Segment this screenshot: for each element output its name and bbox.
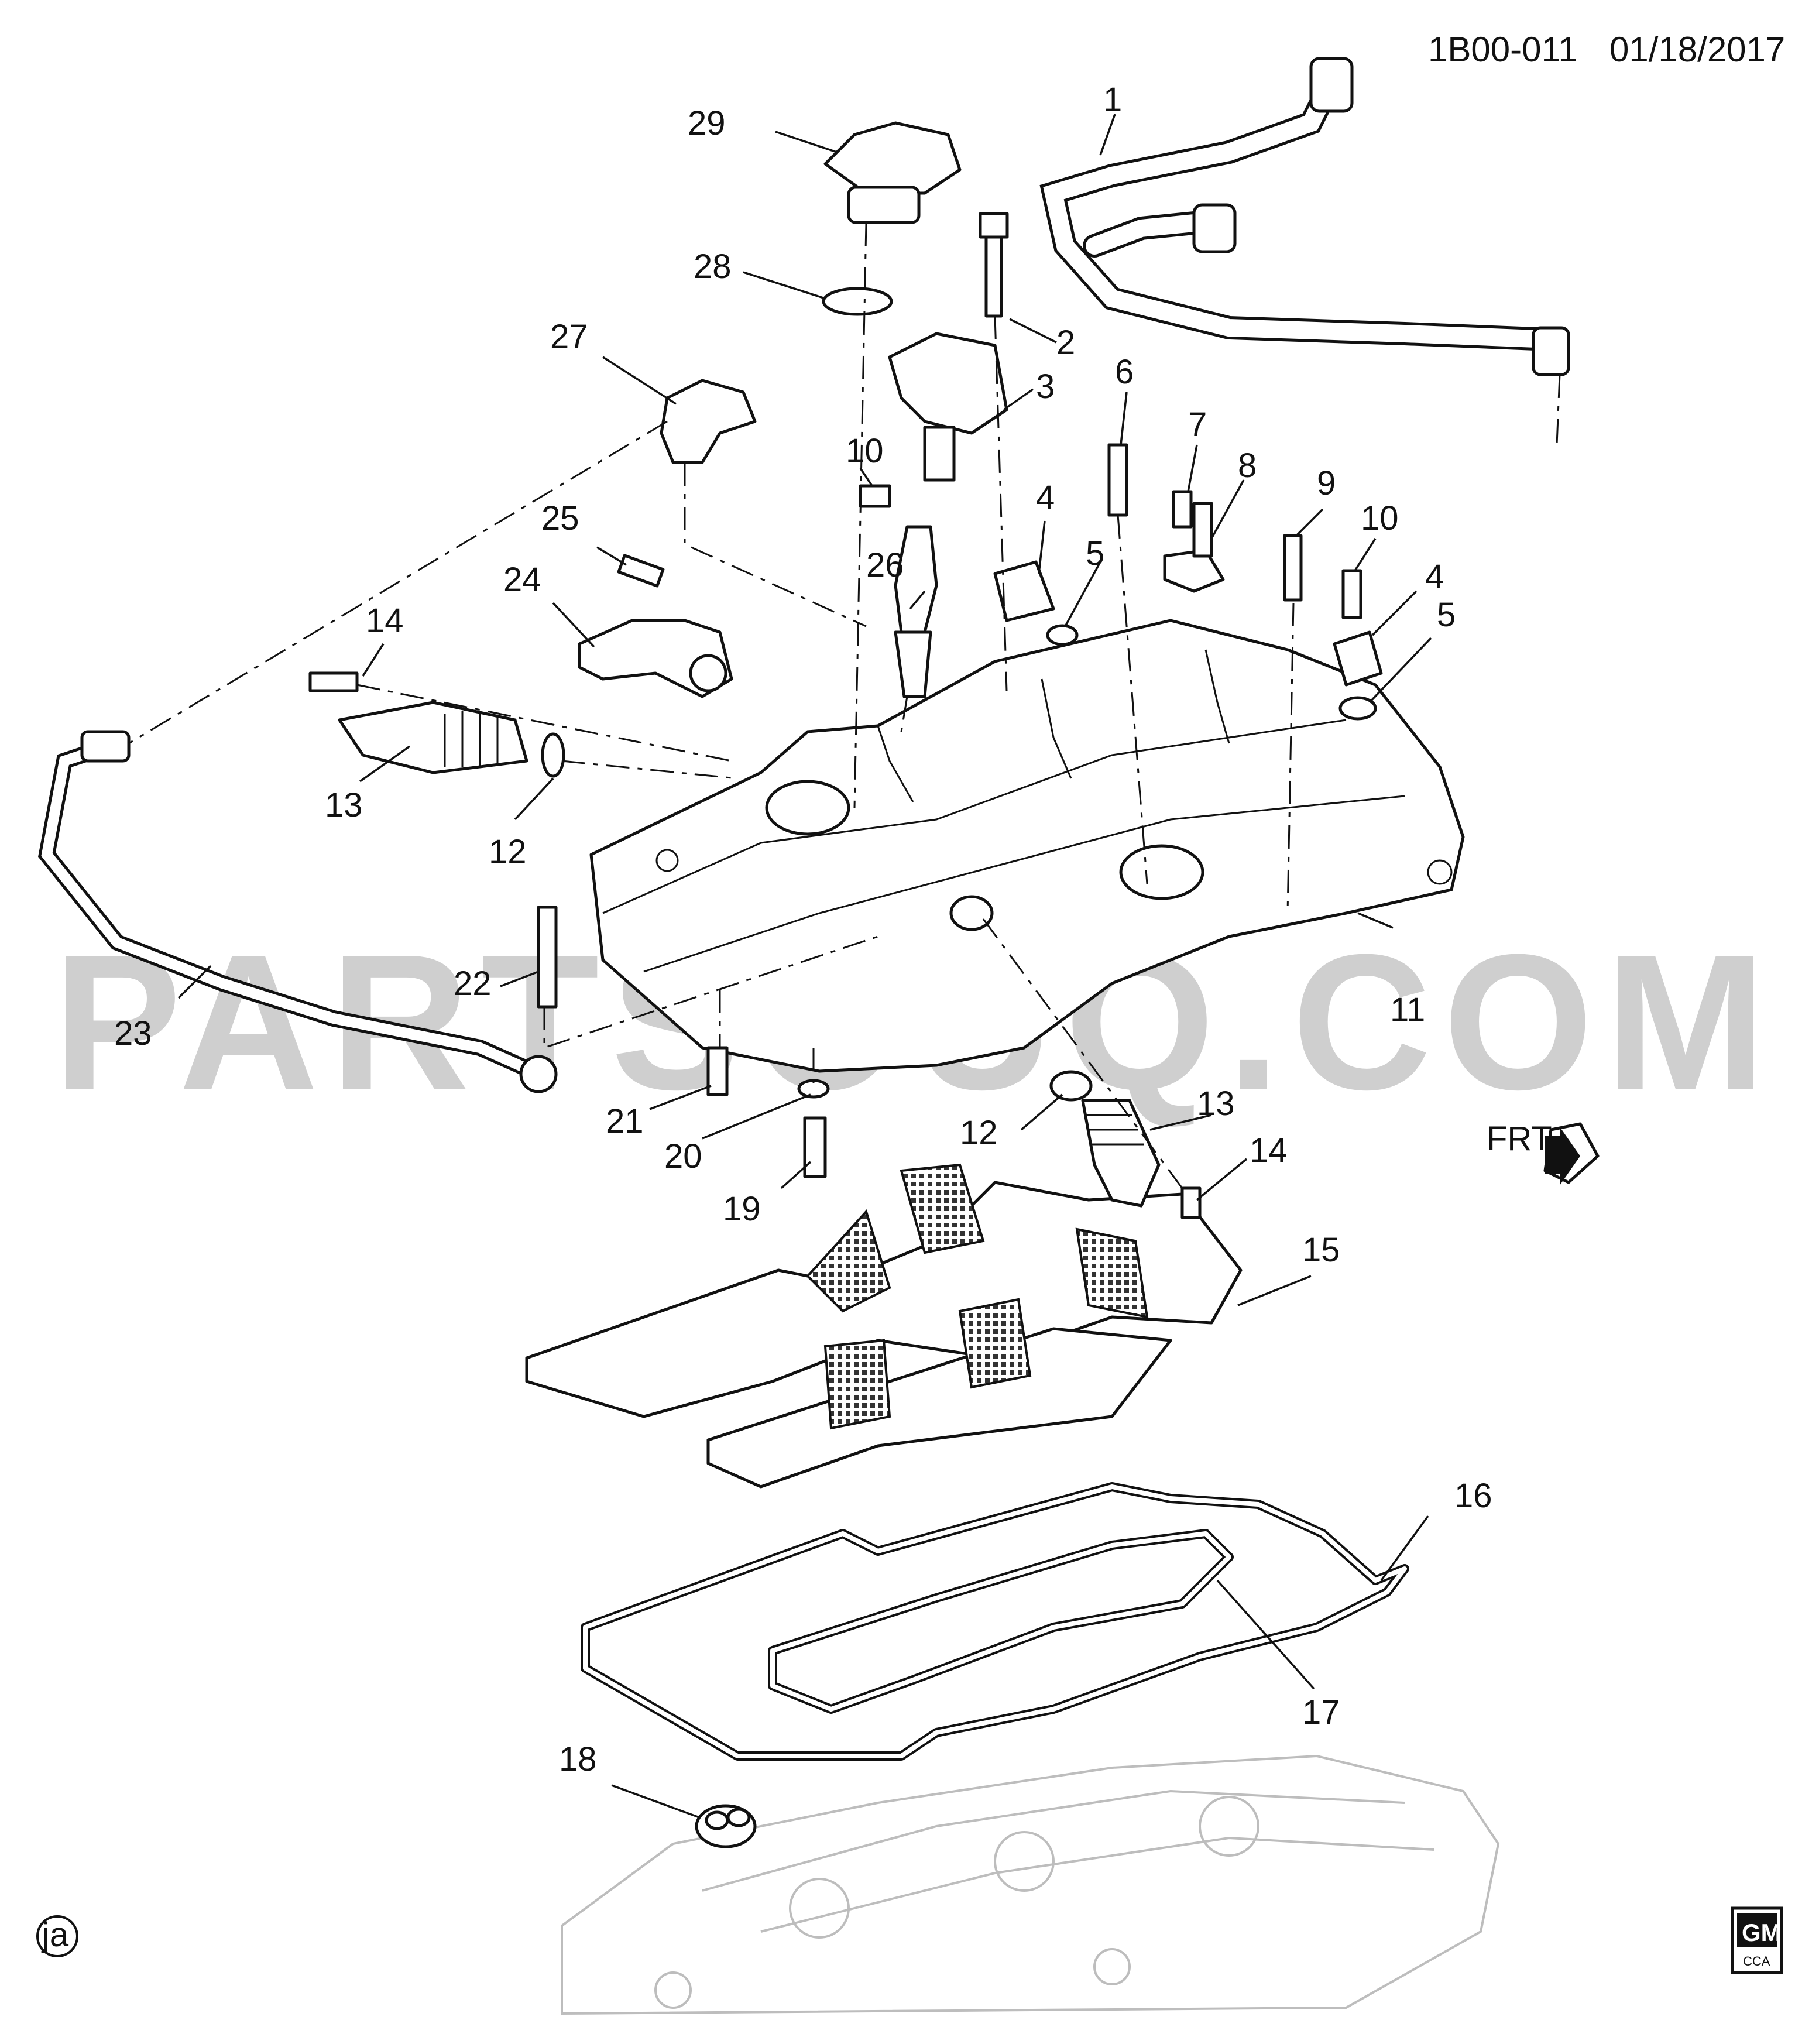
callout-4b: 4 (1425, 558, 1444, 596)
assembly-lines (128, 222, 1561, 1189)
part-3-ignition-coil[interactable] (888, 332, 1008, 482)
part-21-pin[interactable] (706, 1046, 729, 1096)
part-15-baffle[interactable] (525, 1163, 1243, 1489)
part-18-plug[interactable] (695, 1804, 757, 1848)
callout-18: 18 (559, 1740, 597, 1778)
corner-mark-text: ja (41, 1916, 69, 1954)
part-17-inner-gasket[interactable] (768, 1529, 1234, 1714)
part-5-seal-left[interactable] (1046, 624, 1079, 646)
part-8-sensor[interactable] (1163, 502, 1225, 593)
callout-27: 27 (550, 318, 588, 356)
part-4-sensor-right[interactable] (1333, 630, 1383, 687)
part-1-pcv-hose[interactable] (1039, 57, 1570, 376)
part-29-oil-cap[interactable] (823, 121, 962, 224)
leader-lines (177, 114, 1432, 1819)
callout-2: 2 (1056, 324, 1075, 362)
part-16-outer-gasket[interactable] (581, 1482, 1409, 1761)
callout-25: 25 (541, 499, 579, 537)
callout-10a: 10 (846, 432, 884, 470)
part-6-stud[interactable] (1107, 443, 1128, 517)
cylinder-head-outline (561, 1754, 1500, 2015)
part-20-seal[interactable] (797, 1079, 830, 1099)
callout-8: 8 (1238, 447, 1257, 485)
callout-29: 29 (688, 104, 726, 142)
part-4-sensor-left[interactable] (993, 560, 1055, 622)
callout-3: 3 (1036, 368, 1055, 406)
diagram-date: 01/18/2017 (1609, 30, 1785, 69)
callout-4a: 4 (1036, 479, 1055, 517)
callout-1: 1 (1103, 81, 1122, 119)
part-27-valve[interactable] (660, 379, 757, 464)
callout-23: 23 (114, 1014, 152, 1052)
callout-13a: 13 (325, 786, 363, 824)
callout-6: 6 (1115, 353, 1134, 391)
callout-5b: 5 (1437, 596, 1456, 634)
callout-14a: 14 (366, 602, 404, 640)
callout-15: 15 (1302, 1231, 1340, 1269)
callout-13b: 13 (1197, 1085, 1235, 1123)
callout-21: 21 (606, 1102, 644, 1140)
callout-28: 28 (694, 248, 732, 286)
front-marker-label: FRT (1487, 1120, 1552, 1158)
part-14-bolt-left[interactable] (308, 671, 359, 692)
part-2-bolt[interactable] (979, 212, 1009, 318)
gm-logo-subtext: CCA (1743, 1954, 1770, 1968)
part-14-bolt-right[interactable] (1180, 1186, 1202, 1219)
part-12-seal-left[interactable] (541, 732, 565, 778)
part-22-stud[interactable] (537, 906, 558, 1009)
front-direction-marker: FRT (1487, 1120, 1600, 1185)
callout-5a: 5 (1086, 534, 1104, 572)
callout-22: 22 (454, 965, 492, 1003)
diagram-id: 1B00-011 (1428, 30, 1578, 69)
part-10-bolt-right[interactable] (1341, 569, 1362, 619)
callout-19: 19 (723, 1190, 761, 1228)
part-26-coil-boot[interactable] (894, 525, 938, 698)
part-28-o-ring[interactable] (822, 287, 893, 316)
callout-16: 16 (1454, 1477, 1492, 1515)
callout-10b: 10 (1361, 499, 1399, 537)
corner-mark: ja (36, 1915, 78, 1957)
callout-11: 11 (1390, 991, 1425, 1029)
part-12-seal-right[interactable] (1049, 1070, 1093, 1102)
callout-24: 24 (503, 561, 541, 599)
callout-7: 7 (1188, 406, 1207, 444)
callout-labels: 1 2 3 4 4 5 5 6 7 8 9 10 10 11 12 12 13 … (114, 81, 1492, 1778)
callout-12b: 12 (960, 1114, 998, 1152)
part-13-solenoid-right[interactable] (1081, 1099, 1161, 1208)
callout-17: 17 (1302, 1693, 1340, 1731)
part-13-solenoid-left[interactable] (338, 701, 528, 774)
part-11-camshaft-cover[interactable] (589, 619, 1465, 1073)
part-10-bolt-left[interactable] (859, 484, 891, 508)
part-25-bolt[interactable] (617, 554, 665, 588)
part-5-seal-right[interactable] (1338, 696, 1377, 721)
gm-logo-text: GM (1742, 1919, 1782, 1946)
callout-26: 26 (866, 546, 904, 584)
callout-9: 9 (1317, 464, 1336, 502)
callout-20: 20 (664, 1137, 702, 1175)
part-9-bolt[interactable] (1283, 534, 1303, 602)
part-19-sensor[interactable] (803, 1116, 827, 1178)
part-23-tube[interactable] (38, 730, 558, 1093)
part-7-bolt[interactable] (1172, 490, 1193, 529)
callout-14b: 14 (1250, 1131, 1288, 1170)
callout-12a: 12 (489, 833, 527, 871)
gm-logo: GM CCA (1731, 1906, 1783, 1974)
part-24-fitting[interactable] (578, 619, 733, 698)
